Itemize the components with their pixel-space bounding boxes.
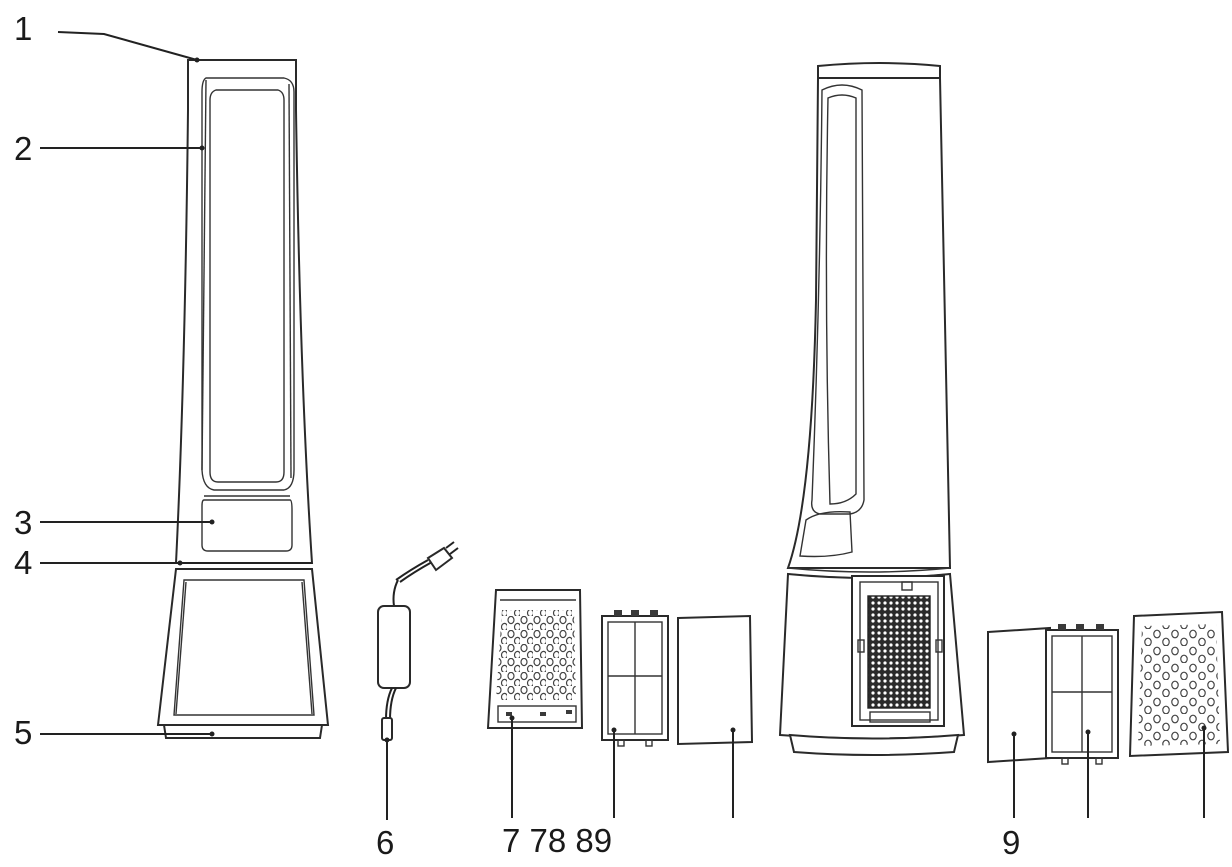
rear-grille-cover bbox=[486, 589, 584, 818]
filter-frame-right bbox=[1045, 624, 1119, 818]
leader-lines-left bbox=[40, 31, 212, 735]
tower-front-view bbox=[156, 57, 330, 739]
label-7-8-9: 7 78 89 bbox=[502, 822, 613, 859]
rear-grille-cover-right bbox=[1128, 610, 1230, 818]
label-3: 3 bbox=[14, 504, 33, 541]
pre-filter-sheet-right bbox=[987, 626, 1051, 818]
label-5: 5 bbox=[14, 714, 33, 751]
label-6: 6 bbox=[376, 824, 395, 861]
label-2: 2 bbox=[14, 130, 33, 167]
pre-filter-sheet bbox=[677, 614, 754, 818]
label-9: 9 bbox=[1002, 824, 1021, 861]
tower-rear-view bbox=[778, 62, 966, 756]
label-4: 4 bbox=[14, 544, 33, 581]
power-adapter bbox=[377, 541, 459, 820]
label-1: 1 bbox=[14, 10, 33, 47]
filter-frame bbox=[601, 610, 669, 818]
